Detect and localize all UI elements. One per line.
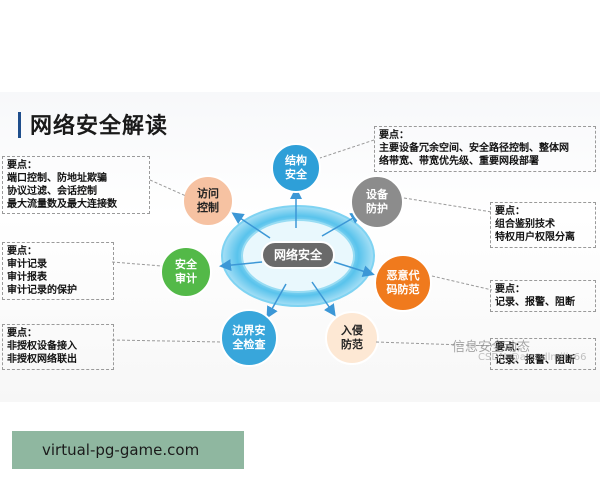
- center-label: 网络安全: [273, 248, 322, 262]
- note-access-line: 最大流量数及最大连接数: [7, 199, 117, 210]
- connector-group: [111, 139, 493, 347]
- node-circle-access: [182, 175, 234, 227]
- center-pill: [261, 241, 335, 269]
- arrow-to-device: [321, 212, 363, 237]
- note-boundary-line: 非授权网络联出: [7, 354, 77, 365]
- note-access-head: 要点：: [7, 160, 37, 171]
- node-circle-audit: [160, 246, 212, 298]
- note-boundary: 要点： 非授权设备接入 非授权网络联出: [2, 324, 114, 370]
- note-audit-line: 审计记录: [7, 259, 47, 270]
- node-circle-boundary: [220, 309, 278, 367]
- connector-audit: [111, 261, 163, 267]
- note-intrusion: 要点： 记录、报警、阻断: [490, 338, 596, 370]
- note-malware: 要点： 记录、报警、阻断: [490, 280, 596, 312]
- node-circle-struct: [271, 143, 321, 193]
- note-intrusion-line: 记录、报警、阻断: [495, 355, 575, 366]
- arrow-to-intrusion: [311, 281, 336, 317]
- connector-intrusion: [375, 341, 493, 347]
- note-malware-line: 记录、报警、阻断: [495, 297, 575, 308]
- footer-link[interactable]: virtual-pg-game.com: [42, 441, 200, 459]
- connector-struct: [319, 139, 375, 159]
- note-device-line: 组合鉴别技术: [495, 219, 555, 230]
- note-struct-head: 要点：: [379, 130, 409, 141]
- note-access-line: 协议过滤、会话控制: [7, 186, 97, 197]
- note-boundary-head: 要点：: [7, 328, 37, 339]
- node-label-intrusion: 入侵 防范: [341, 324, 363, 351]
- node-circle-malware: [374, 254, 432, 312]
- arrow-to-boundary: [266, 283, 287, 319]
- arrow-group: [219, 187, 375, 319]
- footer-bar: [12, 431, 244, 469]
- note-access: 要点： 端口控制、防地址欺骗 协议过滤、会话控制 最大流量数及最大连接数: [2, 156, 150, 214]
- note-struct-line: 主要设备冗余空间、安全路径控制、整体网: [379, 143, 569, 154]
- note-device-head: 要点：: [495, 206, 525, 217]
- title-accent-bar: [18, 112, 21, 138]
- note-struct-line: 络带宽、带宽优先级、重要网段部署: [379, 156, 539, 167]
- connector-access: [149, 179, 187, 197]
- connector-boundary: [111, 339, 223, 343]
- note-boundary-line: 非授权设备接入: [7, 341, 77, 352]
- note-audit-head: 要点：: [7, 246, 37, 257]
- arrow-to-audit: [219, 259, 263, 272]
- node-label-device: 设备 防护: [366, 188, 388, 215]
- note-device-line: 特权用户权限分离: [495, 232, 575, 243]
- node-label-malware: 恶意代 码防范: [386, 269, 420, 296]
- watermark: 信息安全动态: [452, 340, 531, 355]
- node-label-struct: 结构 安全: [285, 154, 307, 181]
- arrow-to-malware: [333, 261, 375, 278]
- note-access-line: 端口控制、防地址欺骗: [7, 173, 107, 184]
- arrow-to-access: [231, 212, 271, 239]
- note-device: 要点： 组合鉴别技术 特权用户权限分离: [490, 202, 596, 248]
- note-audit: 要点： 审计记录 审计报表 审计记录的保护: [2, 242, 114, 300]
- note-audit-line: 审计记录的保护: [7, 285, 77, 296]
- note-intrusion-head: 要点：: [495, 342, 525, 353]
- node-label-access: 访问 控制: [197, 187, 219, 214]
- connector-device: [403, 197, 493, 213]
- node-label-audit: 安全 审计: [175, 258, 197, 285]
- nodes-layer: [160, 143, 432, 367]
- node-circle-intrusion: [325, 311, 379, 365]
- watermark-sub: CSDN @atsndlmiliz66: [478, 352, 587, 363]
- note-malware-head: 要点：: [495, 284, 525, 295]
- connector-malware: [431, 275, 493, 291]
- page-title: 网络安全解读: [30, 114, 169, 139]
- note-audit-line: 审计报表: [7, 272, 47, 283]
- node-circle-device: [350, 175, 404, 229]
- node-label-boundary: 边界安 全检查: [232, 324, 266, 351]
- note-struct: 要点： 主要设备冗余空间、安全路径控制、整体网 络带宽、带宽优先级、重要网段部署: [374, 126, 596, 172]
